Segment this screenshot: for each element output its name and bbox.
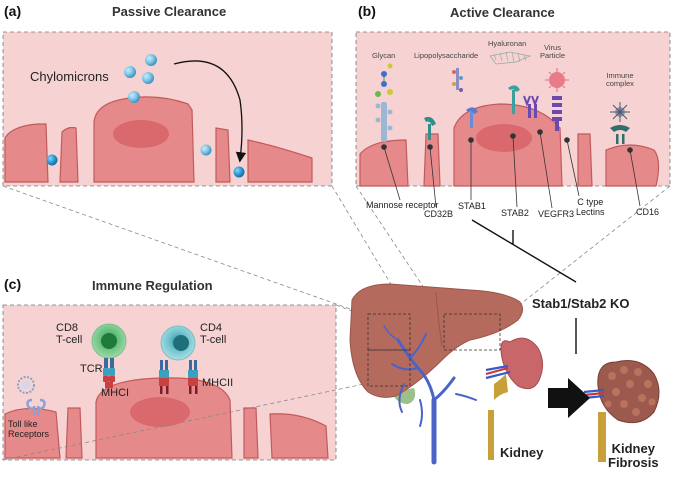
cell-left: [359, 139, 409, 187]
chylomicron-sphere: [145, 54, 157, 66]
receptor-leader-lines: [383, 131, 641, 209]
hyaluronan-icon: [489, 51, 532, 65]
liver-illustration: [349, 283, 524, 465]
cell-left: [4, 123, 49, 183]
vegfr3-label: VEGFR3: [538, 209, 575, 219]
cd16-label: CD16: [636, 207, 660, 217]
tcr-label: TCR: [80, 363, 103, 375]
panel-a-letter: (a): [4, 3, 22, 19]
virus-particle-label: Virus Particle: [540, 43, 566, 61]
cell-strip: [577, 133, 593, 187]
stab-connector-lines: [471, 219, 577, 354]
kidney-icon: [485, 337, 544, 460]
uptake-arrow: [173, 60, 247, 163]
cell-right: [269, 413, 329, 459]
glycan-label: Glycan: [372, 51, 396, 60]
liver-shape: [349, 283, 524, 398]
nucleus: [113, 120, 169, 148]
fibrotic-kidney-icon: [583, 360, 660, 462]
cell-strip: [59, 126, 79, 183]
panel-c-letter: (c): [4, 276, 22, 292]
stab2-label: STAB2: [501, 208, 529, 218]
cell-right: [247, 139, 313, 183]
chylomicron-sphere: [200, 144, 212, 156]
panel-c-title: Immune Regulation: [92, 278, 213, 293]
mannose-receptor-label: Mannose receptor: [366, 200, 439, 210]
kidney-label: Kidney: [500, 445, 544, 460]
immune-complex-label: Immune complex: [606, 71, 634, 89]
lipopolysaccharide-icon: [452, 68, 463, 92]
cell-strip: [65, 407, 83, 459]
panel-b-letter: (b): [358, 3, 376, 19]
stab1-label: STAB1: [458, 201, 486, 211]
glycan-icon: [375, 63, 393, 97]
hepatic-vein: [383, 325, 477, 465]
pathogen-icon: [17, 376, 35, 394]
chylomicron-sphere: [128, 91, 140, 103]
panel-a: [2, 31, 333, 187]
c-type-lectins-label: C type Lectins: [576, 197, 605, 217]
chylomicron-sphere: [233, 166, 245, 178]
cell-strip: [215, 127, 231, 183]
cell-right: [605, 144, 660, 187]
tcr-mhcii-icon: [159, 360, 169, 394]
progression-arrow: [548, 378, 590, 418]
mannose-receptor-icon: [375, 102, 393, 150]
kidney-fibrosis-label: Kidney Fibrosis: [608, 441, 659, 471]
chylomicron-sphere: [142, 72, 154, 84]
cd32b-label: CD32B: [424, 209, 454, 219]
tcr-mhcii-icon: [188, 360, 198, 394]
tcr-mhci-icon: [103, 358, 115, 388]
panel-a-title: Passive Clearance: [112, 4, 227, 19]
cd16-icon: [610, 125, 633, 153]
stab-ko-label: Stab1/Stab2 KO: [532, 296, 630, 311]
cd4-t-cell-nucleus: [173, 335, 189, 351]
hyaluronan-label: Hyaluronan: [488, 39, 527, 48]
chylomicrons-label: Chylomicrons: [30, 69, 109, 84]
chylomicron-sphere: [46, 154, 58, 166]
toll-like-receptors-label: Toll like Receptors: [8, 419, 50, 439]
nucleus: [130, 397, 190, 427]
panel-b: [355, 31, 671, 209]
toll-like-receptor-icon: [26, 398, 46, 416]
mhci-label: MHCI: [101, 387, 130, 399]
cd8-t-cell-nucleus: [101, 333, 117, 349]
cd4-t-cell-label: CD4 T-cell: [200, 322, 227, 347]
immune-complex-icon: [610, 102, 630, 122]
panel-b-title: Active Clearance: [450, 5, 555, 20]
lipopolysaccharide-label: Lipopolysaccharide: [414, 51, 479, 60]
mhcii-label: MHCII: [202, 377, 234, 389]
chylomicron-sphere: [124, 66, 136, 78]
cell-strip: [243, 407, 259, 459]
cell-strip: [423, 133, 441, 187]
nucleus: [476, 124, 532, 152]
cd8-t-cell-label: CD8 T-cell: [56, 322, 83, 347]
zoom-squares: [367, 313, 501, 387]
panel-c: [2, 304, 337, 461]
virus-particle-icon: [545, 68, 569, 92]
